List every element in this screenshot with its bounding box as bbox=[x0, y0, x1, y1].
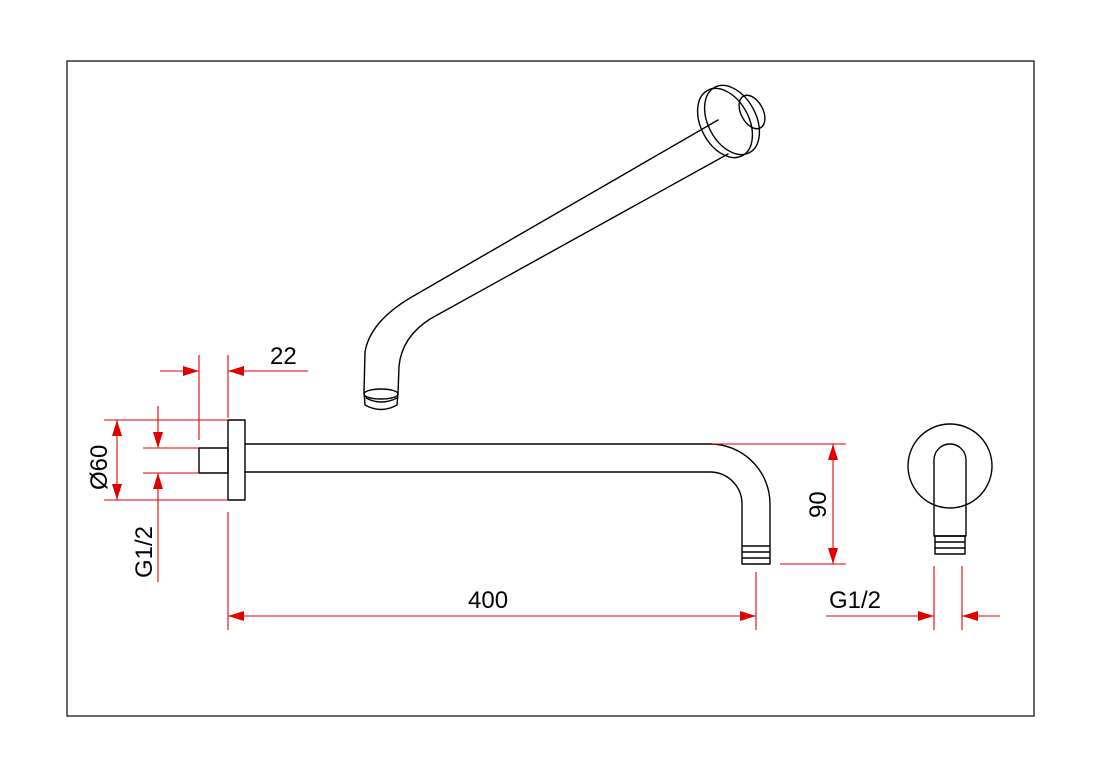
dimension-drop-height: 90 bbox=[712, 443, 846, 565]
dimension-label-diameter: Ø60 bbox=[86, 445, 113, 490]
side-flange bbox=[227, 419, 246, 501]
dimension-label-g12-end: G1/2 bbox=[829, 587, 881, 614]
end-view bbox=[907, 423, 993, 555]
dimension-thread-side: G1/2 bbox=[131, 406, 199, 582]
dimension-arm-length: 400 bbox=[227, 512, 757, 630]
side-view bbox=[198, 419, 771, 565]
side-nozzle bbox=[741, 545, 771, 565]
iso-arm bbox=[363, 119, 729, 395]
side-arm bbox=[244, 443, 771, 547]
end-nozzle bbox=[934, 535, 966, 555]
dimensions: 22 Ø60 G1/2 400 bbox=[86, 343, 1000, 630]
drawing-frame bbox=[66, 60, 1035, 717]
side-threaded-stub bbox=[198, 447, 229, 474]
iso-wall-flange bbox=[696, 84, 766, 159]
end-arm bbox=[933, 443, 967, 537]
dimension-label-90: 90 bbox=[805, 491, 832, 518]
dimension-thread-end: G1/2 bbox=[826, 566, 1000, 630]
dimension-label-22: 22 bbox=[270, 343, 297, 370]
iso-nozzle bbox=[363, 388, 399, 411]
dimension-flange-thickness: 22 bbox=[160, 343, 308, 440]
isometric-view bbox=[363, 84, 766, 411]
end-flange bbox=[907, 423, 993, 509]
dimension-label-400: 400 bbox=[468, 587, 508, 614]
dimension-flange-diameter: Ø60 bbox=[86, 419, 228, 501]
dimension-label-g12-side: G1/2 bbox=[131, 526, 158, 578]
